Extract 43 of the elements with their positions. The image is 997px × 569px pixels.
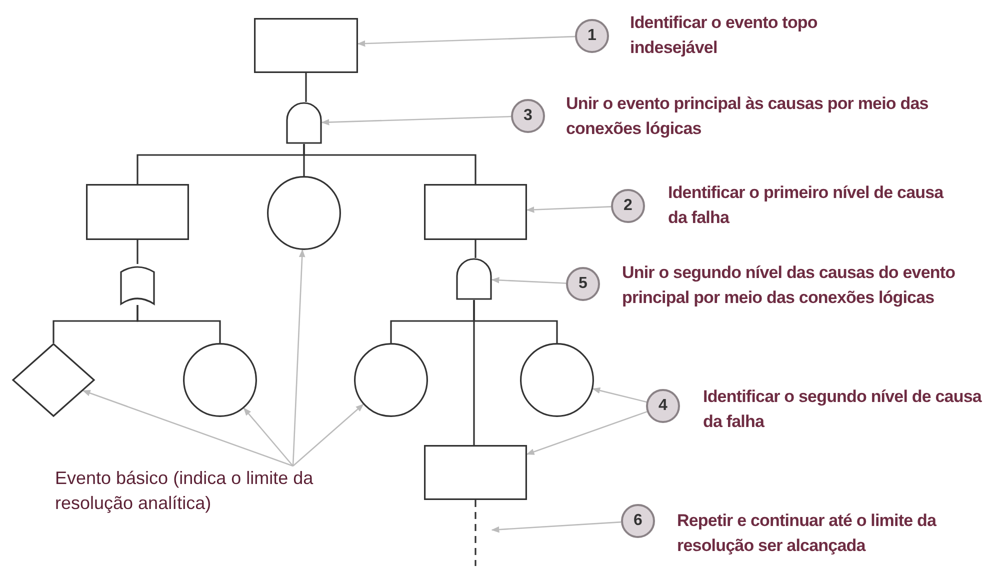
callout-number: 5 (566, 267, 600, 301)
event-box (424, 445, 527, 500)
connector-line (474, 500, 476, 566)
callout-number: 3 (511, 99, 545, 133)
basic-event-circle (520, 343, 594, 417)
connector-line (136, 240, 138, 264)
leader-line (292, 404, 364, 466)
leader-line (321, 116, 512, 126)
step-description: Identificar o primeiro nível de causa da falha (668, 182, 945, 229)
callout-number: 1 (575, 19, 609, 53)
leader-line (491, 276, 566, 284)
event-box (254, 18, 358, 73)
connector-line (474, 240, 476, 258)
undeveloped-event-diamond (12, 343, 95, 417)
step-description: Repetir e continuar até o limite da resolução ser alcançada (677, 510, 938, 557)
leader-line (82, 390, 294, 467)
leader-line (243, 408, 294, 466)
connector-line (303, 144, 476, 184)
step-description: Identificar o segundo nível de causa da falha (703, 386, 983, 433)
step-description: Unir o evento principal às causas por meio das conexões lógicas (566, 93, 930, 140)
step-description: Identificar o evento topo indesejável (630, 12, 818, 59)
leader-line (526, 206, 612, 213)
callout-number: 2 (611, 189, 645, 223)
callout-number: 4 (646, 389, 680, 423)
and-gate-symbol (456, 258, 492, 300)
leader-line (292, 249, 306, 466)
basic-event-circle (354, 343, 428, 417)
or-gate-symbol (120, 264, 155, 305)
basic-event-circle (267, 176, 341, 250)
connector-line (136, 305, 221, 343)
step-description: Unir o segundo nível das causas do evento principal por meio das conexões lógicas (622, 262, 956, 309)
connector-line (473, 300, 475, 445)
note-text: Evento básico (indica o limite da resolução analítica) (55, 466, 385, 516)
and-gate-symbol (286, 102, 322, 144)
callout-number: 6 (621, 504, 655, 538)
connector-line (305, 73, 307, 102)
basic-event-circle (183, 343, 257, 417)
leader-line (491, 521, 622, 533)
leader-line (592, 387, 647, 403)
event-box (424, 184, 527, 240)
leader-line (357, 36, 576, 47)
event-box (86, 184, 189, 240)
leader-line (526, 411, 648, 455)
